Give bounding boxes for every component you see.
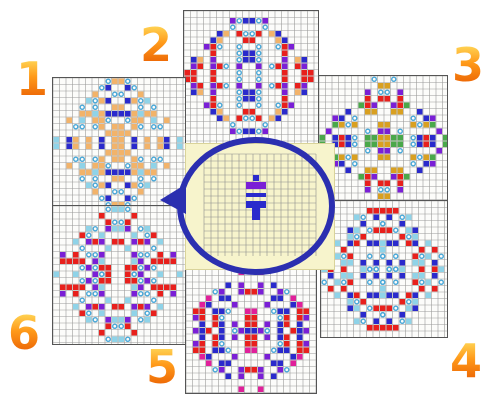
label-6: 6 [8, 310, 40, 356]
rotation-circle [180, 140, 332, 272]
arrow-head [160, 184, 186, 214]
label-1: 1 [16, 56, 48, 102]
label-2: 2 [140, 22, 172, 68]
label-4: 4 [450, 338, 482, 384]
label-5: 5 [146, 344, 178, 390]
label-3: 3 [452, 42, 484, 88]
